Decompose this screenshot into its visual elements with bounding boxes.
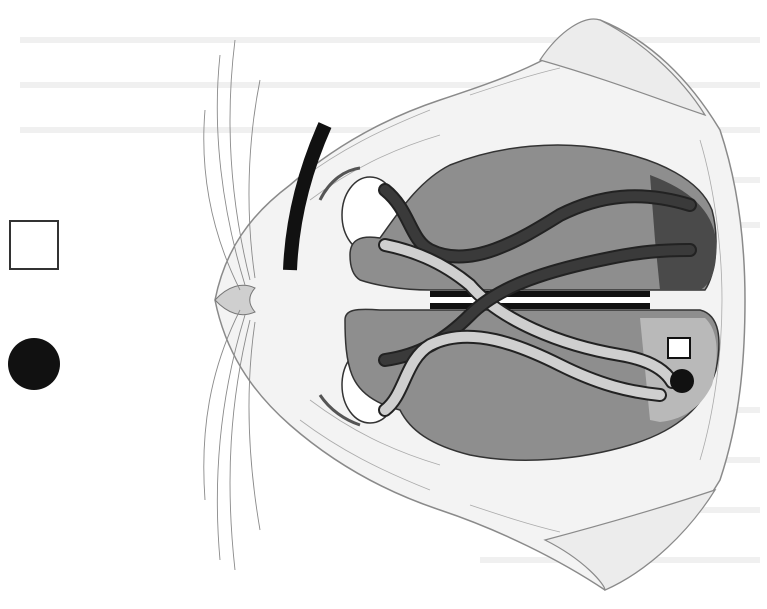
midline-gap — [430, 297, 650, 303]
midline-bar-bottom — [430, 303, 650, 309]
marker-white-square — [668, 338, 690, 358]
marker-black-circle — [670, 369, 694, 393]
legend — [8, 221, 60, 390]
legend-white-square — [10, 221, 58, 269]
midline-bar-top — [430, 291, 650, 297]
legend-black-circle — [8, 338, 60, 390]
